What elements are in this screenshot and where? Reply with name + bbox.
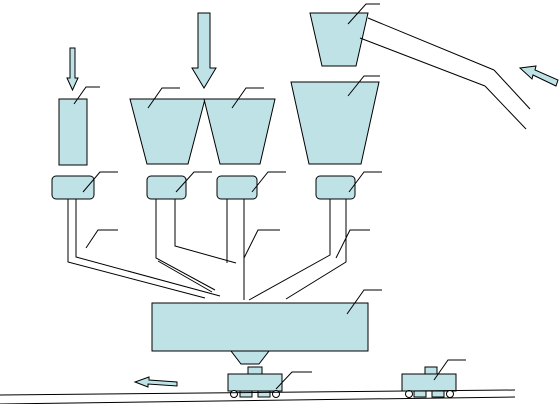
conveyor-belt-upper-end	[493, 69, 531, 110]
left-silo	[58, 98, 88, 166]
mixer-discharge	[229, 350, 271, 365]
silo-3	[203, 98, 276, 165]
leader-chute-1	[85, 229, 118, 249]
weigh-hopper-3	[216, 175, 258, 200]
leader-cart-left	[275, 371, 312, 390]
silo-4	[290, 81, 380, 165]
chute-2a	[155, 199, 216, 291]
leader-top-hopper	[347, 3, 380, 25]
chute-1b	[75, 199, 221, 297]
conveyor-belt-upper	[367, 17, 495, 71]
conveyor-belt-lower	[359, 37, 486, 87]
leader-chute-4	[335, 229, 370, 259]
leader-mixer	[346, 289, 382, 315]
leader-left-silo	[73, 86, 100, 105]
leader-silo-4	[347, 75, 380, 97]
cart-direction-arrow	[133, 376, 178, 388]
rail-bottom	[0, 396, 516, 404]
chute-4b	[285, 199, 347, 300]
silo-2	[129, 98, 206, 165]
conveyor-belt-lower-end	[484, 85, 527, 130]
leader-weigh-4	[348, 171, 382, 193]
leader-silo-3	[231, 87, 264, 109]
cart-right	[401, 366, 457, 398]
leader-silo-2	[147, 87, 180, 109]
leader-weigh-1	[82, 171, 118, 193]
leader-cart-right	[433, 359, 466, 381]
chute-2b	[174, 199, 237, 264]
weigh-hopper-2	[146, 175, 187, 200]
leader-weigh-3	[251, 171, 286, 193]
chute-2c	[157, 260, 213, 293]
weigh-hopper-1	[51, 175, 95, 200]
conveyor-arrow	[518, 65, 559, 87]
weigh-hopper-4	[315, 175, 356, 200]
cart-left	[227, 366, 283, 398]
large-feed-arrow	[191, 12, 217, 89]
leader-chute-3	[243, 229, 280, 259]
rail-top	[0, 389, 516, 396]
leader-weigh-2	[175, 171, 212, 193]
mixer	[151, 302, 369, 352]
top-right-hopper	[309, 12, 369, 67]
chute-4a	[248, 199, 331, 301]
chute-1a	[67, 199, 206, 299]
small-feed-arrow	[66, 47, 79, 92]
